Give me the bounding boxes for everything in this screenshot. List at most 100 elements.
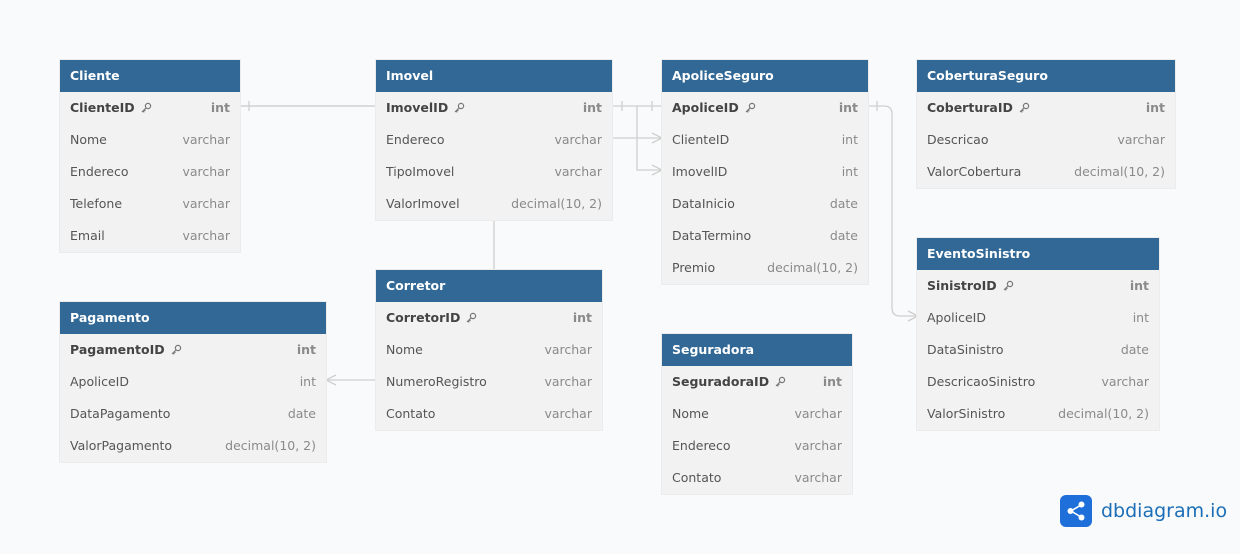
field-name: ApoliceID [672,100,739,115]
rel-cliente-many-marker [651,132,663,144]
table-field[interactable]: ValorCobertura decimal(10, 2) [917,156,1175,188]
key-icon [1002,280,1014,292]
table-header[interactable]: Seguradora [662,334,852,366]
field-type: date [829,228,858,243]
field-name: Endereco [70,164,129,179]
field-name-wrap: Contato [386,398,435,430]
field-type: decimal(10, 2) [1074,164,1165,179]
brand[interactable]: dbdiagram.io [1060,495,1227,527]
field-name: ClienteID [70,100,135,115]
field-name-wrap: DataPagamento [70,398,170,430]
field-type: varchar [182,164,230,179]
rel-pagamento-many-marker [325,374,337,386]
table-field[interactable]: ValorPagamento decimal(10, 2) [60,430,326,462]
field-name: Nome [672,406,709,421]
table-header[interactable]: ApoliceSeguro [662,60,868,92]
table-header[interactable]: Imovel [376,60,612,92]
field-name: ClienteID [672,132,730,147]
table-header[interactable]: EventoSinistro [917,238,1159,270]
key-icon [1018,102,1030,114]
field-name-wrap: CorretorID [386,302,477,334]
rel-imovel-many-marker [651,164,663,176]
field-type: varchar [544,406,592,421]
field-name-wrap: Nome [672,398,709,430]
field-name-wrap: DataSinistro [927,334,1004,366]
table-field[interactable]: Endereco varchar [60,156,240,188]
primary-key-field[interactable]: PagamentoID int [60,334,326,366]
field-name: DataInicio [672,196,735,211]
table-header[interactable]: CoberturaSeguro [917,60,1175,92]
field-name: ImovelID [386,100,449,115]
field-type: int [841,164,858,179]
rel-imovel-apolice-line [636,106,662,171]
field-name: SinistroID [927,278,997,293]
field-type: int [572,310,592,325]
field-name: ImovelID [672,164,728,179]
field-name-wrap: Descricao [927,124,989,156]
table-header[interactable]: Cliente [60,60,240,92]
field-type: decimal(10, 2) [225,438,316,453]
field-type: varchar [554,164,602,179]
field-name-wrap: ApoliceID [672,92,756,124]
field-name-wrap: DataInicio [672,188,735,220]
field-name: Nome [70,132,107,147]
table-header[interactable]: Corretor [376,270,602,302]
field-name: ValorPagamento [70,438,173,453]
field-name: ValorCobertura [927,164,1022,179]
field-name-wrap: Nome [386,334,423,366]
field-name-wrap: ApoliceID [927,302,986,334]
field-type: int [822,374,842,389]
primary-key-field[interactable]: CorretorID int [376,302,602,334]
table-field[interactable]: ImovelID int [662,156,868,188]
field-type: int [296,342,316,357]
field-name: Premio [672,260,716,275]
table-header[interactable]: Pagamento [60,302,326,334]
key-icon [453,102,465,114]
field-name-wrap: SinistroID [927,270,1014,302]
rel-apolice-evento-line [868,105,918,317]
field-type: int [1145,100,1165,115]
table-field[interactable]: Contato varchar [376,398,602,430]
field-name: PagamentoID [70,342,165,357]
field-name: Endereco [672,438,731,453]
field-name-wrap: DescricaoSinistro [927,366,1035,398]
field-name-wrap: Telefone [70,188,122,220]
